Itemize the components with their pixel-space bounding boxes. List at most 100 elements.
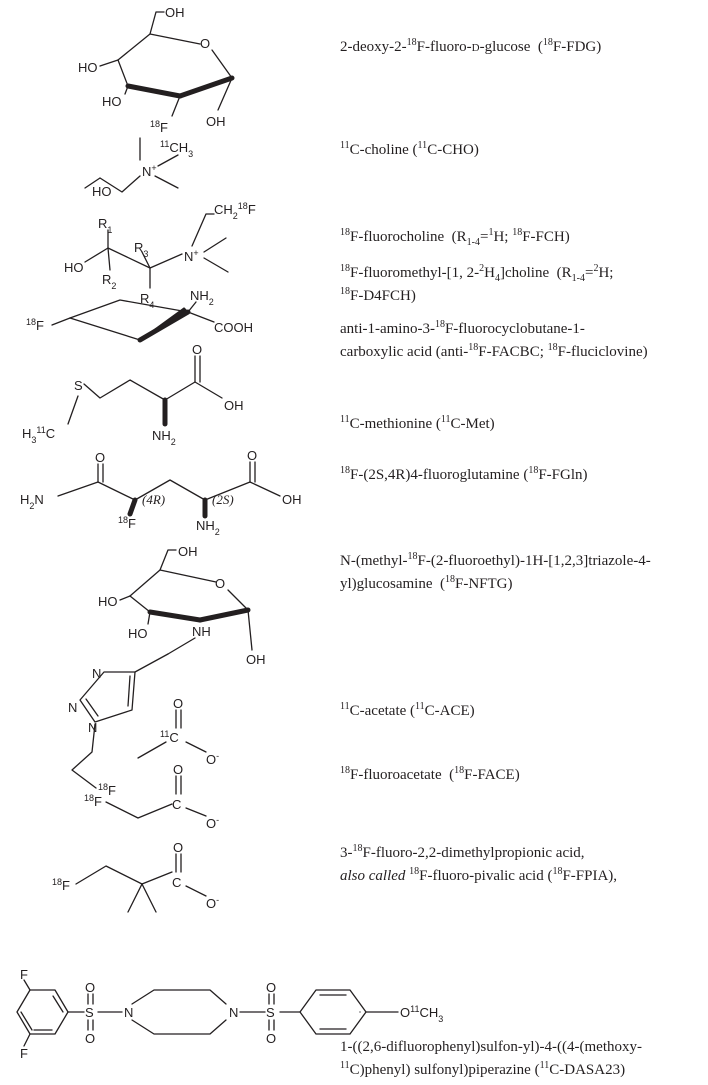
- caption-fdg: 2-deoxy-2-18F-fluoro-d-glucose (18F-FDG): [340, 36, 601, 59]
- stereo-label-2s: (2S): [212, 492, 234, 507]
- atom-o: O: [173, 696, 183, 711]
- atom-f18: 18F: [52, 877, 70, 893]
- structure-fgln: H2N O O OH (4R) (2S) 18F NH2: [20, 448, 302, 537]
- atom-f18: 18F: [118, 515, 136, 531]
- atom-f18: 18F: [84, 793, 102, 809]
- caption-line: 1-((2,6-difluorophenyl)sulfon-yl)-4-((4-…: [340, 1039, 642, 1055]
- atom-nh: NH: [192, 624, 211, 639]
- atom-o: O: [192, 342, 202, 357]
- caption-line: 11C)phenyl) sulfonyl)piperazine (11C-DAS…: [340, 1060, 626, 1079]
- atom-oh: OH: [224, 398, 244, 413]
- caption-line: 3-18F-fluoro-2,2-dimethylpropionic acid,: [340, 843, 585, 862]
- caption-line: 18F-fluorocholine (R1-4=1H; 18F-FCH): [340, 227, 570, 248]
- caption-line: anti-1-amino-3-18F-fluorocyclobutane-1-: [340, 319, 585, 338]
- atom-n: N: [124, 1005, 133, 1020]
- caption-line: 18F-(2S,4R)4-fluoroglutamine (18F-FGln): [340, 465, 588, 484]
- caption-line: 11C-acetate (11C-ACE): [340, 701, 475, 720]
- atom-o: O: [95, 450, 105, 465]
- atom-o: O: [85, 980, 95, 995]
- atom-n: N: [229, 1005, 238, 1020]
- caption-line: carboxylic acid (anti-18F-FACBC; 18F-flu…: [340, 342, 648, 361]
- atom-ho: HO: [92, 184, 112, 199]
- atom-oh: OH: [282, 492, 302, 507]
- structure-fluorocholine: HO R1 R2 R3 R4 N+ CH218F: [64, 201, 256, 310]
- caption-line: 11C-choline (11C-CHO): [340, 140, 479, 159]
- caption-fluorocholine: 18F-fluorocholine (R1-4=1H; 18F-FCH): [340, 226, 570, 249]
- caption-choline: 11C-choline (11C-CHO): [340, 139, 479, 162]
- caption-d4fch: 18F-fluoromethyl-[1, 2-2H4]choline (R1-4…: [340, 262, 613, 308]
- atom-ho: HO: [102, 94, 122, 109]
- structure-facbc: 18F NH2 COOH: [26, 288, 253, 343]
- atom-och3-11: O11CH3: [400, 1004, 443, 1024]
- atom-ho: HO: [64, 260, 84, 275]
- atom-nh2: NH2: [152, 428, 176, 447]
- atom-ho: HO: [98, 594, 118, 609]
- atom-r3: R3: [134, 240, 148, 259]
- structure-fpia: O C O- 18F: [52, 840, 219, 913]
- caption-line: 18F-fluoroacetate (18F-FACE): [340, 765, 520, 784]
- structure-choline: N+ 11CH3 HO HO: [84, 137, 193, 199]
- atom-s: S: [266, 1005, 275, 1020]
- structure-dasa23: F F O S O N N O S O O11CH3: [16, 967, 443, 1061]
- atom-ho: HO: [78, 60, 98, 75]
- caption-nftg: N-(methyl-18F-(2-fluoroethyl)-1H-[1,2,3]…: [340, 550, 651, 596]
- atom-o: O: [266, 1031, 276, 1046]
- atom-n-plus: N+: [184, 248, 199, 264]
- atom-nh2: NH2: [190, 288, 214, 307]
- caption-line: 18F-fluoromethyl-[1, 2-2H4]choline (R1-4…: [340, 263, 614, 284]
- atom-ch3-11: 11CH3: [160, 139, 193, 159]
- structure-methionine: S H311C O OH NH2: [22, 342, 244, 447]
- atom-o: O: [85, 1031, 95, 1046]
- caption-line: 18F-D4FCH): [340, 286, 416, 305]
- atom-o: O: [173, 840, 183, 855]
- atom-r4: R4: [140, 291, 154, 310]
- caption-fpia: 3-18F-fluoro-2,2-dimethylpropionic acid,…: [340, 842, 617, 888]
- atom-f18: 18F: [98, 782, 116, 798]
- atom-o: O: [173, 762, 183, 777]
- atom-c: C: [172, 875, 181, 890]
- atom-c11: 11C: [160, 729, 179, 745]
- atom-o: O: [247, 448, 257, 463]
- caption-methionine: 11C-methionine (11C-Met): [340, 413, 495, 436]
- caption-line: N-(methyl-18F-(2-fluoroethyl)-1H-[1,2,3]…: [340, 551, 651, 570]
- atom-o: O: [266, 980, 276, 995]
- atom-n: N: [68, 700, 77, 715]
- atom-f18: 18F: [150, 119, 168, 135]
- atom-o: O: [200, 36, 210, 51]
- caption-line: also called 18F-fluoro-pivalic acid (18F…: [340, 866, 618, 885]
- atom-f18: 18F: [26, 317, 44, 333]
- atom-o-minus: O-: [206, 751, 219, 767]
- structure-fdg: OH O HO HO 18F OH: [78, 5, 235, 135]
- structure-face: O C O- 18F: [84, 762, 219, 831]
- atom-oh: OH: [165, 5, 185, 20]
- atom-s: S: [85, 1005, 94, 1020]
- atom-n-plus: N+: [142, 163, 157, 179]
- stereo-label-4r: (4R): [142, 492, 165, 507]
- atom-o: O: [215, 576, 225, 591]
- atom-cooh: COOH: [214, 320, 253, 335]
- caption-dasa23: 1-((2,6-difluorophenyl)sulfon-yl)-4-((4-…: [340, 1036, 642, 1082]
- caption-fgln: 18F-(2S,4R)4-fluoroglutamine (18F-FGln): [340, 464, 588, 487]
- atom-h2n: H2N: [20, 492, 44, 511]
- atom-ch2f18: CH218F: [214, 201, 256, 221]
- atom-s: S: [74, 378, 83, 393]
- atom-r1: R1: [98, 216, 112, 235]
- atom-oh: OH: [178, 544, 198, 559]
- atom-o-minus: O-: [206, 815, 219, 831]
- atom-f: F: [20, 1046, 28, 1061]
- atom-nh2: NH2: [196, 518, 220, 537]
- atom-c: C: [172, 797, 181, 812]
- atom-f: F: [20, 967, 28, 982]
- atom-n: N: [92, 666, 101, 681]
- atom-r2: R2: [102, 272, 116, 291]
- structure-acetate: O 11C O-: [137, 696, 219, 767]
- atom-oh: OH: [246, 652, 266, 667]
- atom-ho: HO: [128, 626, 148, 641]
- structure-nftg: OH O HO HO NH OH N N N 18F: [68, 544, 266, 798]
- caption-facbc: anti-1-amino-3-18F-fluorocyclobutane-1- c…: [340, 318, 648, 364]
- atom-oh: OH: [206, 114, 226, 129]
- caption-line: yl)glucosamine (18F-NFTG): [340, 574, 513, 593]
- atom-n: N: [88, 720, 97, 735]
